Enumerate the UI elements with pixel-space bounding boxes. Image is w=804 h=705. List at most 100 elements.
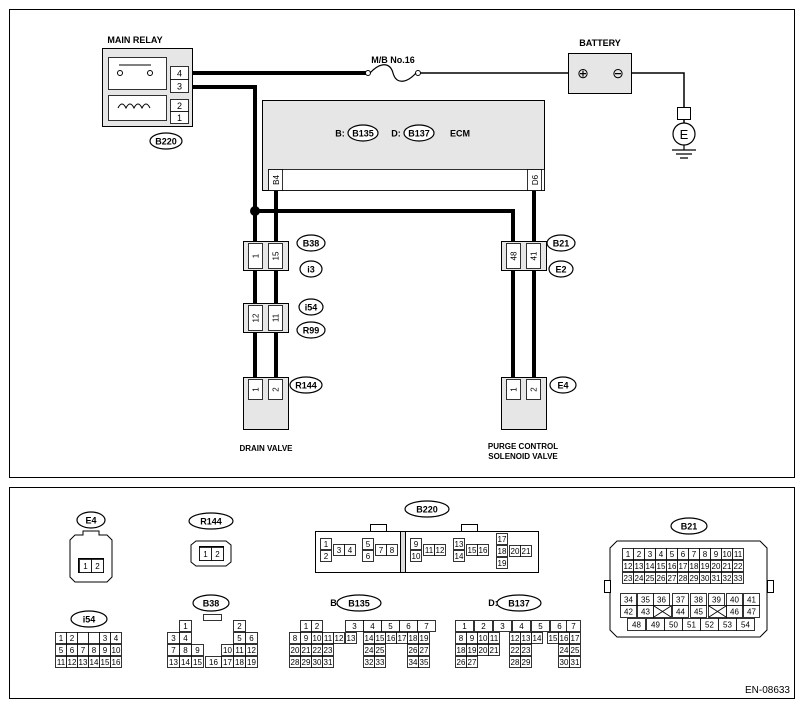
- b38-pin-13: 13: [169, 658, 178, 667]
- relay-pin-1: 1: [177, 113, 182, 123]
- ecm-pin-strip: [268, 169, 545, 191]
- ecm-pin-d6: D6: [531, 174, 540, 185]
- b220-pin-17-cell: [496, 533, 508, 545]
- b21-pin-31: 31: [712, 574, 721, 583]
- connector-b38-label: B38: [303, 239, 320, 249]
- b21-pin-33-cell: [732, 572, 744, 584]
- b21-pin-50: 50: [669, 620, 678, 629]
- b220-pin-20: 20: [511, 547, 520, 556]
- b21-pin-42-cell: [620, 605, 637, 618]
- b220-pin-11: 11: [425, 546, 434, 555]
- b220-pin-8: 8: [390, 546, 395, 555]
- e4-pin-2: 2: [95, 562, 100, 571]
- ecm-d-prefix: D:: [391, 129, 401, 139]
- i54-pin-11: 11: [57, 658, 66, 667]
- b137-pin-7-cell: [566, 620, 581, 632]
- b220-pin-2: 2: [324, 552, 329, 561]
- b21-pin-38: 38: [694, 595, 703, 604]
- ground: E: [672, 107, 696, 159]
- b21-pin-26: 26: [657, 574, 666, 583]
- fuse-icon: [369, 64, 417, 82]
- connector-b220-label: B220: [155, 137, 177, 147]
- b21-pin-46: 46: [730, 607, 739, 616]
- b220-pin-13-cell: [453, 538, 465, 550]
- drain-valve-label: DRAIN VALVE: [239, 444, 293, 453]
- b220-pin-4: 4: [348, 546, 353, 555]
- b38-pin-19-cell: [245, 656, 258, 668]
- b220-pin-18-cell: [496, 545, 508, 557]
- b220-pin-10: 10: [412, 552, 421, 561]
- e4-pin-2-cell: [91, 559, 104, 573]
- b135-pin-24: 24: [365, 646, 374, 655]
- relay-coil-icon: [117, 103, 151, 110]
- face-i54-badge: [70, 610, 108, 628]
- face-b220-badge: [404, 500, 450, 518]
- b21-pin-47-cell: [743, 605, 760, 618]
- b137-pin-16: 16: [560, 634, 569, 643]
- battery: BATTERY ⊕ ⊖: [568, 38, 632, 94]
- b135-pin-3: 3: [352, 622, 357, 631]
- b38-pin-11: 11: [235, 646, 244, 655]
- connector-b21-label: B21: [553, 239, 570, 249]
- b21-pin-51: 51: [687, 620, 696, 629]
- b220-pin-19: 19: [498, 559, 507, 568]
- b135-pin-16: 16: [387, 634, 396, 643]
- b137-pin-3-cell: [493, 620, 512, 632]
- b135-pin-31: 31: [324, 658, 333, 667]
- wire-relay-to-splice: [190, 85, 257, 380]
- ground-icon: [672, 145, 696, 159]
- connector-b21-e2: 48 41 B21 E2: [501, 234, 576, 278]
- i54-pin-blank-cell: [77, 632, 89, 644]
- fuse-label: M/B No.16: [371, 55, 415, 65]
- b21-pin-48-cell: [627, 618, 646, 631]
- upper-frame: [9, 9, 795, 478]
- face-b21-badge: [670, 517, 708, 535]
- b220-pin-12: 12: [436, 546, 445, 555]
- b21-pin-48: 48: [632, 620, 641, 629]
- b21-pin-18: 18: [690, 562, 699, 571]
- b135-pin-22: 22: [313, 646, 322, 655]
- b137-pin-18: 18: [457, 646, 466, 655]
- b38-pin-6-cell: [245, 632, 258, 644]
- connector-r99-label: R99: [303, 326, 320, 336]
- b137-pin-2: 2: [481, 622, 486, 631]
- b21-pin-3: 3: [648, 550, 653, 559]
- b21-pin-21: 21: [723, 562, 732, 571]
- b137-pin-6: 6: [557, 622, 562, 631]
- b135-pin-10: 10: [313, 634, 322, 643]
- b220-pin-10-cell: [410, 550, 422, 562]
- face-i54-label: i54: [83, 615, 96, 625]
- b21-pin-17: 17: [679, 562, 688, 571]
- b137-pin-2-cell: [474, 620, 493, 632]
- b135-pin-19: 19: [420, 634, 429, 643]
- b135-pin-13-cell: [345, 632, 357, 644]
- b38-pin-14: 14: [181, 658, 190, 667]
- e4-pin-1: 1: [83, 562, 88, 571]
- ecm-label: ECM: [450, 129, 470, 139]
- face-b137-label: B137: [508, 599, 530, 609]
- b137-pin-8: 8: [459, 634, 464, 643]
- r144-pin-1: 1: [252, 387, 261, 392]
- b137-pin-24: 24: [560, 646, 569, 655]
- b137-pin-28: 28: [511, 658, 520, 667]
- b135-pin-29: 29: [302, 658, 311, 667]
- purge-valve-label-line2: SOLENOID VALVE: [488, 452, 558, 461]
- connector-e2-label: E2: [555, 265, 566, 275]
- connector-b135-badge: [347, 124, 379, 142]
- b38-pin-6: 6: [249, 634, 254, 643]
- b21-pin-34: 34: [624, 595, 633, 604]
- b21-pin-33: 33: [734, 574, 743, 583]
- main-relay: MAIN RELAY 4 3 2 1 B220: [102, 35, 193, 150]
- b137-pin-17-cell: [569, 632, 581, 644]
- b220-pin-1-cell: [320, 538, 332, 550]
- b21-pin-6: 6: [681, 550, 686, 559]
- b135-pin-34: 34: [409, 658, 418, 667]
- connector-b220-badge: [149, 132, 183, 150]
- b137-pin-4-cell: [512, 620, 531, 632]
- b38-pin-19: 19: [247, 658, 256, 667]
- b135-pin-11: 11: [324, 634, 333, 643]
- b220-pin-9-cell: [410, 538, 422, 550]
- b135-pin-21: 21: [302, 646, 311, 655]
- b135-pin-14: 14: [365, 634, 374, 643]
